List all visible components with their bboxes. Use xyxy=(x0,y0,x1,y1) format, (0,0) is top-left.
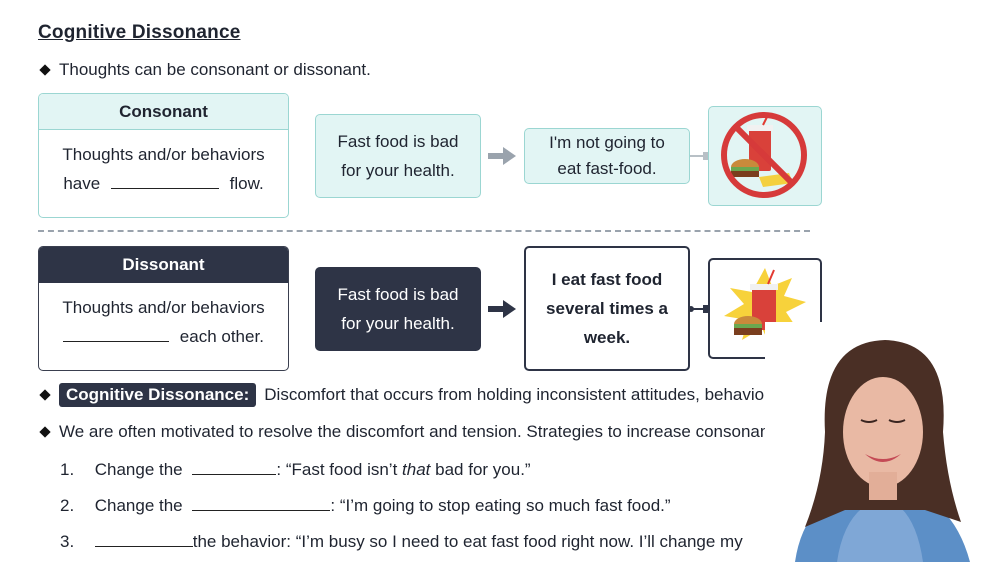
list-number: 1. xyxy=(60,460,75,479)
consonant-thought-b: I'm not going to eat fast-food. xyxy=(524,128,690,184)
consonant-line2: have flow. xyxy=(39,169,288,198)
bullet-diamond-icon xyxy=(39,64,51,76)
consonant-thought-b-line2: eat fast-food. xyxy=(557,159,657,178)
definition-bullet: Cognitive Dissonance: Discomfort that oc… xyxy=(38,383,835,407)
list-pre: Change the xyxy=(94,460,183,479)
list-item: 3. the behavior: “I’m busy so I need to … xyxy=(60,529,743,552)
page-title: Cognitive Dissonance xyxy=(38,22,241,43)
list-post: : “Fast food isn’t xyxy=(276,460,403,479)
fill-in-blank xyxy=(63,324,170,342)
dissonant-thought-a-line1: Fast food is bad xyxy=(337,285,459,304)
consonant-thought-a-line1: Fast food is bad xyxy=(337,132,459,151)
dissonant-thought-b-line1: I eat fast food xyxy=(551,270,663,289)
intro-bullet-text: Thoughts can be consonant or dissonant. xyxy=(59,60,371,79)
dissonant-thought-b-line2: several times a xyxy=(546,299,668,318)
list-emphasis: that xyxy=(402,460,431,479)
dissonant-header: Dissonant xyxy=(39,247,288,283)
fill-in-blank xyxy=(94,529,193,547)
dissonant-line2: each other. xyxy=(39,322,288,351)
arrow-right-icon xyxy=(488,300,516,318)
list-pre: Change the xyxy=(94,496,183,515)
fill-in-blank xyxy=(192,493,331,511)
dissonant-line2-post: each other. xyxy=(179,327,264,346)
consonant-definition: Thoughts and/or behaviors have flow. xyxy=(39,130,288,198)
arrow-right-icon xyxy=(488,147,516,165)
bullet-diamond-icon xyxy=(39,426,51,438)
list-post-end: bad for you.” xyxy=(430,460,531,479)
list-item: 2. Change the : “I’m going to stop eatin… xyxy=(60,493,671,516)
presenter-video xyxy=(765,322,1000,562)
definition-text: Discomfort that occurs from holding inco… xyxy=(264,385,835,404)
dissonant-thought-b-line3: week. xyxy=(583,328,631,347)
dissonant-thought-b: I eat fast food several times a week. xyxy=(524,246,690,371)
bullet-diamond-icon xyxy=(39,389,51,401)
no-fast-food-image xyxy=(708,106,822,206)
list-item: 1. Change the : “Fast food isn’t that ba… xyxy=(60,457,531,480)
list-post: the behavior: “I’m busy so I need to eat… xyxy=(192,532,743,551)
dissonant-card: Dissonant Thoughts and/or behaviors each… xyxy=(38,246,289,371)
consonant-header: Consonant xyxy=(39,94,288,130)
dissonant-thought-a: Fast food is bad for your health. xyxy=(315,267,481,351)
consonant-thought-a-line2: for your health. xyxy=(341,161,455,180)
dissonant-line1: Thoughts and/or behaviors xyxy=(62,298,265,317)
dissonant-thought-a-line2: for your health. xyxy=(341,314,455,333)
list-post: : “I’m going to stop eating so much fast… xyxy=(330,496,671,515)
intro-bullet: Thoughts can be consonant or dissonant. xyxy=(38,60,371,80)
strategies-bullet-text: We are often motivated to resolve the di… xyxy=(59,422,792,441)
fill-in-blank xyxy=(192,457,277,475)
connector-icon xyxy=(690,152,710,160)
no-fast-food-icon xyxy=(721,112,807,198)
strategies-bullet: We are often motivated to resolve the di… xyxy=(38,422,792,442)
definition-term: Cognitive Dissonance: xyxy=(59,383,257,407)
connector-icon xyxy=(688,305,710,313)
fill-in-blank xyxy=(110,171,219,189)
dissonant-definition: Thoughts and/or behaviors each other. xyxy=(39,283,288,351)
consonant-line2-pre: have xyxy=(63,174,101,193)
consonant-thought-a: Fast food is bad for your health. xyxy=(315,114,481,198)
consonant-line1: Thoughts and/or behaviors xyxy=(62,145,265,164)
consonant-line2-post: flow. xyxy=(229,174,264,193)
section-divider xyxy=(38,230,810,232)
list-number: 3. xyxy=(60,532,75,551)
list-number: 2. xyxy=(60,496,75,515)
consonant-card: Consonant Thoughts and/or behaviors have… xyxy=(38,93,289,218)
consonant-thought-b-line1: I'm not going to xyxy=(549,133,665,152)
